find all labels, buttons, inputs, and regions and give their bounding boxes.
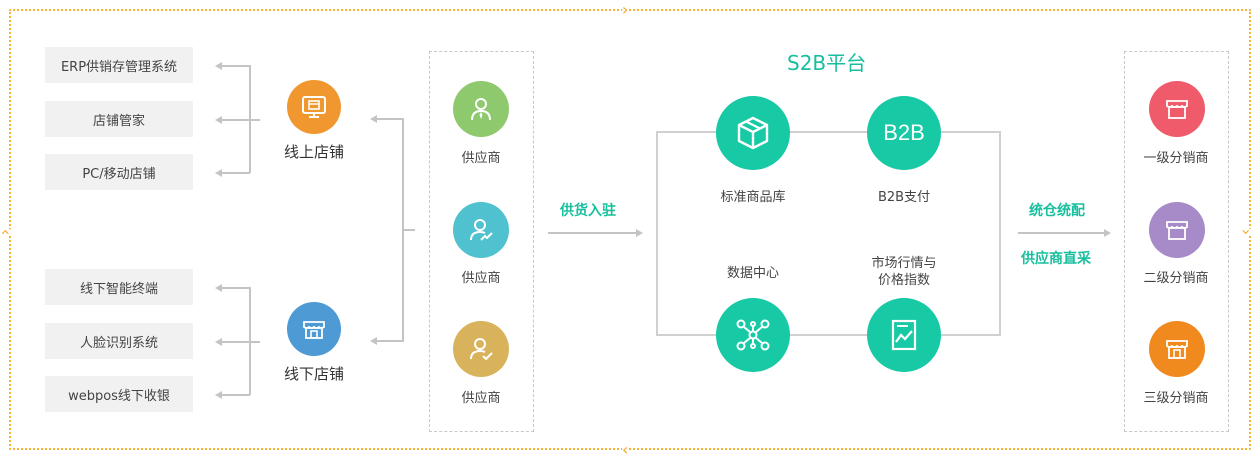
pc-mobile-store-box: PC/移动店铺	[45, 154, 193, 190]
webpos-label: webpos线下收银	[68, 388, 170, 404]
supplier-1-label: 供应商	[461, 151, 501, 166]
supplier-3-label: 供应商	[461, 391, 501, 406]
supply-label: 供货入驻	[560, 203, 616, 219]
supplier-bracket-stub	[403, 229, 415, 231]
outer-dotted-border	[9, 9, 1251, 450]
arrow-left-icon	[215, 116, 222, 124]
offline-store-label: 线下店铺	[283, 365, 344, 383]
bracket-top-stub	[250, 119, 260, 121]
offline-terminal-box: 线下智能终端	[45, 269, 193, 305]
supplier-1-circle	[453, 81, 509, 137]
arrow-left-icon	[370, 337, 377, 345]
box-icon	[737, 116, 769, 150]
bracket-top-line-3	[222, 172, 250, 174]
chevron-up-left-icon: ›	[0, 228, 14, 236]
face-recognition-label: 人脸识别系统	[79, 335, 158, 351]
market-index-circle	[867, 298, 941, 372]
arrow-left-icon	[215, 169, 222, 177]
webpos-box: webpos线下收银	[45, 376, 193, 412]
shop-icon	[1166, 100, 1188, 119]
b2b-payment-circle: B2B	[867, 96, 941, 170]
supplier-2-label: 供应商	[461, 271, 501, 286]
chevron-down-right-icon: ›	[1237, 228, 1257, 236]
b2b-payment-label: B2B支付	[877, 190, 931, 205]
distributor-3-label: 三级分销商	[1143, 391, 1209, 406]
storefront-icon	[303, 321, 325, 339]
online-store-label: 线上店铺	[283, 143, 344, 161]
bracket-bottom-stub	[250, 341, 260, 343]
arrow-left-icon	[215, 62, 222, 70]
monitor-store-icon	[302, 96, 326, 118]
chart-doc-icon	[891, 319, 917, 351]
data-center-label: 数据中心	[726, 266, 779, 281]
distributor-1-circle	[1149, 81, 1205, 137]
network-icon	[736, 319, 770, 351]
store-manager-box: 店铺管家	[45, 101, 193, 137]
offline-store-circle	[287, 302, 341, 356]
bracket-bottom-line-1	[222, 287, 250, 289]
bracket-bottom-line-2	[222, 341, 250, 343]
store-manager-label: 店铺管家	[92, 113, 145, 129]
suppliers-group	[429, 51, 534, 432]
supplier-bracket-top	[377, 118, 403, 120]
distribution-arrow-line	[1018, 232, 1104, 234]
person-tie-icon	[471, 98, 491, 121]
shop-icon	[1166, 221, 1188, 240]
person-chart-icon	[470, 219, 493, 241]
arrow-left-icon	[215, 284, 222, 292]
arrow-left-icon	[215, 391, 222, 399]
direct-purchase-label: 供应商直采	[1021, 251, 1091, 267]
bracket-bottom-line-3	[222, 394, 250, 396]
bracket-top-line-1	[222, 65, 250, 67]
market-index-label: 市场行情与 价格指数	[854, 255, 954, 289]
market-index-label-line1: 市场行情与	[871, 256, 937, 271]
supplier-3-circle	[453, 321, 509, 377]
arrow-right-icon	[1104, 229, 1111, 237]
arrow-left-icon	[370, 115, 377, 123]
distributor-2-label: 二级分销商	[1143, 271, 1209, 286]
platform-title: S2B平台	[787, 51, 867, 75]
product-library-label: 标准商品库	[720, 190, 786, 205]
b2b-icon-text: B2B	[883, 120, 925, 145]
online-store-circle	[287, 80, 341, 134]
supply-arrow-line	[548, 232, 636, 234]
supplier-2-circle	[453, 202, 509, 258]
arrow-left-icon	[215, 338, 222, 346]
platform-frame	[656, 131, 1001, 336]
distributor-2-circle	[1149, 202, 1205, 258]
erp-system-label: ERP供销存管理系统	[60, 59, 178, 75]
supplier-bracket-bottom	[377, 340, 403, 342]
chevron-right-top-icon: ›	[622, 0, 629, 19]
distributor-3-circle	[1149, 321, 1205, 377]
unified-warehouse-label: 统仓统配	[1029, 203, 1085, 219]
distributors-group	[1124, 51, 1229, 432]
market-index-label-line2: 价格指数	[877, 273, 930, 288]
chevron-left-bottom-icon: ‹	[622, 440, 629, 459]
face-recognition-box: 人脸识别系统	[45, 323, 193, 359]
distributor-1-label: 一级分销商	[1143, 151, 1209, 166]
erp-system-box: ERP供销存管理系统	[45, 47, 193, 83]
shop-icon	[1166, 340, 1188, 359]
pc-mobile-store-label: PC/移动店铺	[82, 166, 156, 182]
person-check-icon	[470, 338, 493, 361]
data-center-circle	[716, 298, 790, 372]
offline-terminal-label: 线下智能终端	[79, 281, 158, 297]
arrow-right-icon	[636, 229, 643, 237]
product-library-circle	[716, 96, 790, 170]
bracket-top-line-2	[222, 119, 250, 121]
